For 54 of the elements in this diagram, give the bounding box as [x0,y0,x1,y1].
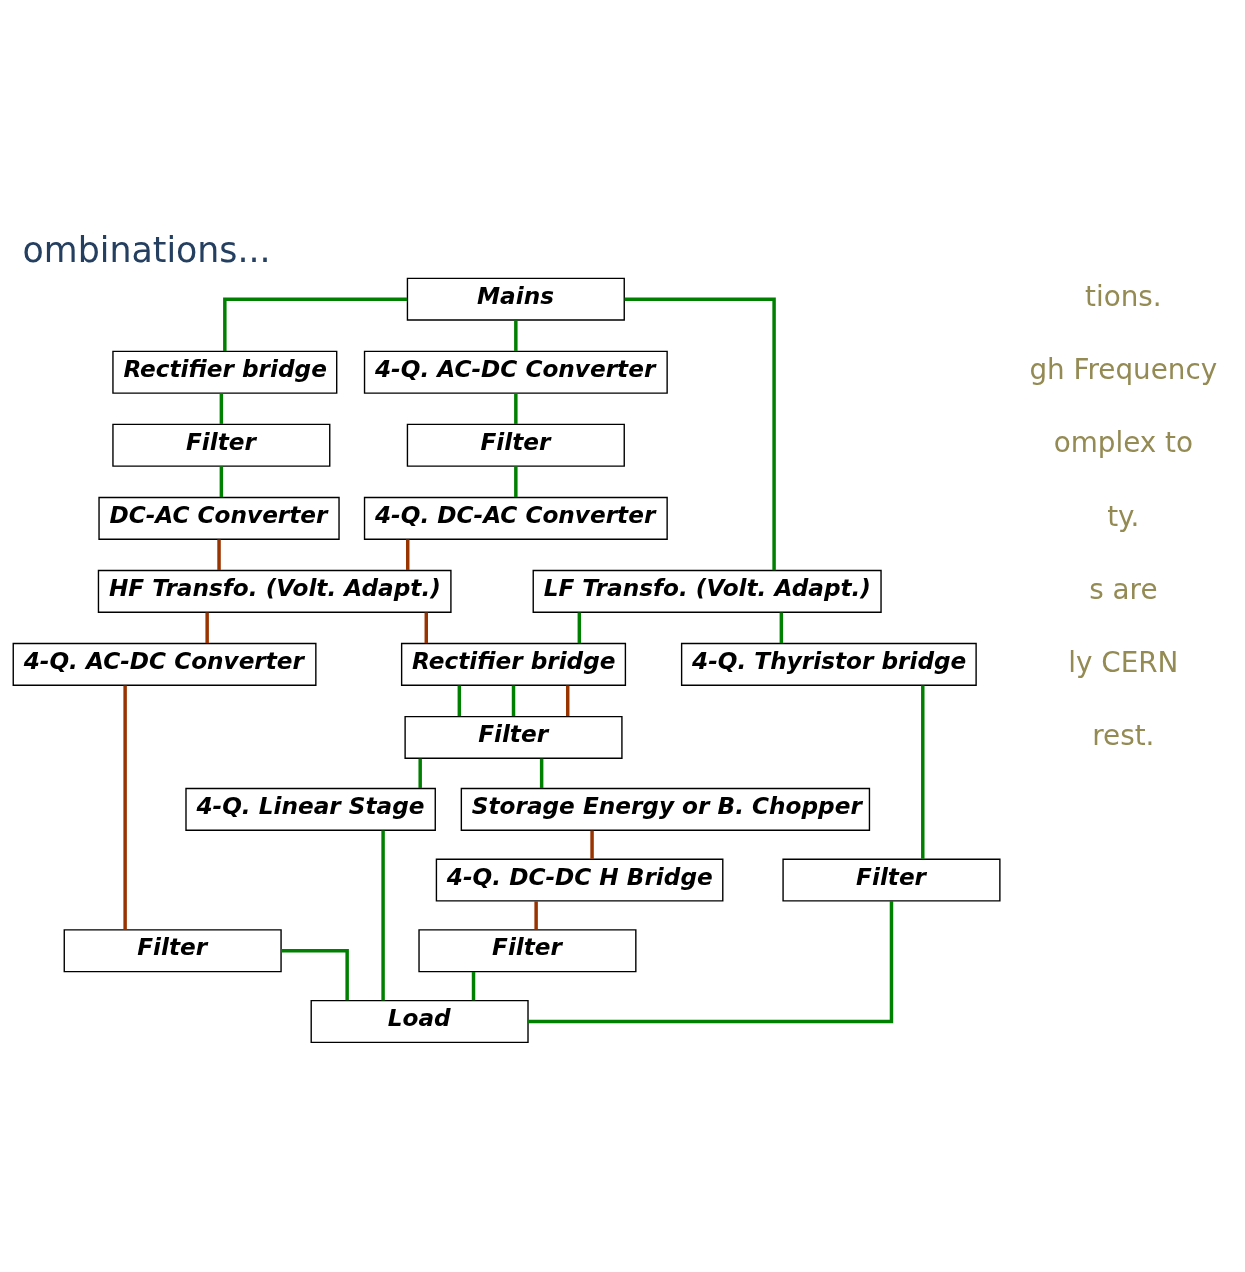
connector [418,758,422,789]
node-box: DC-AC Converter [98,496,340,540]
connector [539,758,544,789]
node-box: Filter [406,423,625,467]
node-box: 4-Q. DC-AC Converter [363,496,668,540]
node-box: Filter [782,858,1001,902]
connector [219,393,224,424]
node-box: Rectifier bridge [112,350,338,394]
node-box: 4-Q. Thyristor bridge [680,642,977,686]
connector [779,612,784,644]
connector [281,949,349,1001]
connector [514,393,518,424]
connector [457,685,462,717]
node-box: Mains [406,277,625,321]
node-box: Filter [404,715,623,759]
connector [217,539,221,571]
label: omplex to [1053,426,1194,460]
node-box: Load [310,999,529,1044]
node-box: 4-Q. DC-DC H Bridge [435,858,724,902]
label: s are [1089,572,1158,606]
connector [528,900,894,1024]
connector [223,297,408,352]
connector [577,612,582,644]
label: ly CERN [1068,645,1179,679]
connector [514,320,518,351]
label: ty. [1107,499,1140,533]
connector [381,830,385,1001]
connector [219,466,224,497]
node-box: 4-Q. AC-DC Converter [12,642,317,686]
connector [511,685,516,717]
node-box: 4-Q. AC-DC Converter [363,350,668,394]
connector [514,466,518,497]
diagram-title: ombinations... [22,230,271,271]
node-box: Filter [112,423,331,467]
connector [566,685,570,717]
label: rest. [1092,718,1155,752]
label: gh Frequency [1029,353,1218,387]
connector [205,612,209,644]
connector [471,972,476,1001]
connector [406,539,410,571]
node-box: Rectifier bridge [400,642,627,686]
node-box: 4-Q. Linear Stage [185,787,436,831]
node-box: LF Transfo. (Volt. Adapt.) [532,569,882,613]
connector [534,901,538,930]
label: tions. [1085,280,1162,314]
node-box: Filter [63,929,282,973]
connector [424,612,428,644]
connector [123,685,127,930]
node-box: Filter [418,929,637,973]
node-box: Storage Energy or B. Chopper [460,787,871,831]
connector [590,830,594,859]
connector [921,685,925,859]
connector [624,297,776,571]
node-box: HF Transfo. (Volt. Adapt.) [97,569,452,613]
